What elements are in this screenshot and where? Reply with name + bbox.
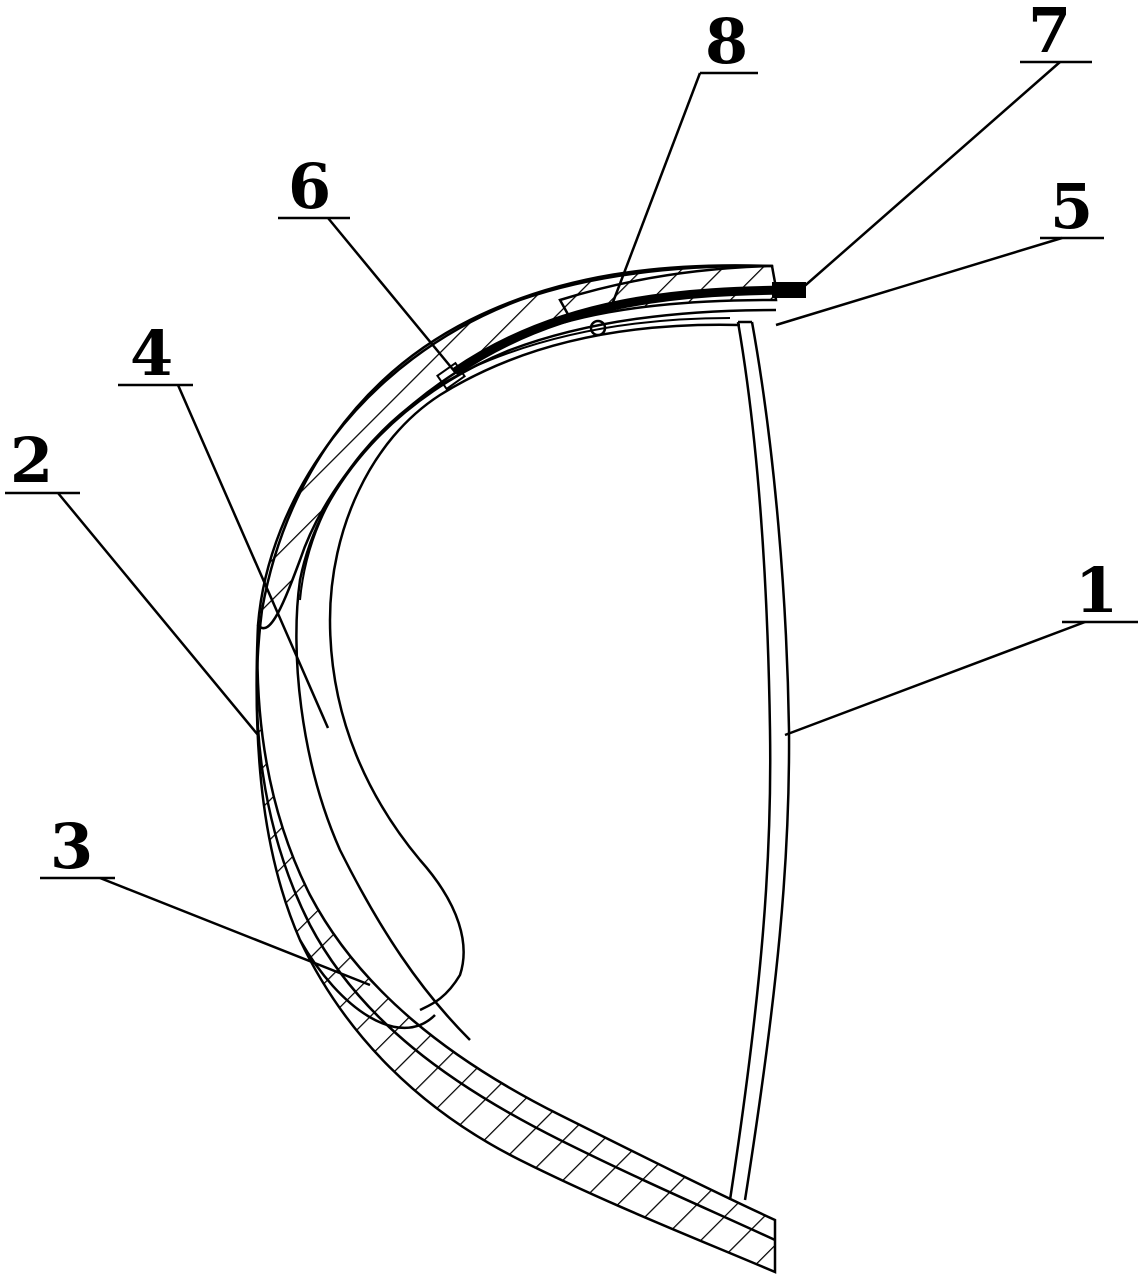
leader-line-1 [784, 620, 1086, 737]
leader-line-5 [775, 236, 1063, 327]
support-wire [452, 285, 806, 376]
label-2: 2 [10, 424, 53, 497]
label-1: 1 [1075, 554, 1118, 627]
wire-end-cap [772, 282, 806, 298]
inner-cup-cavity [328, 323, 741, 1012]
label-6: 6 [288, 150, 331, 223]
leader-line-2 [57, 492, 259, 736]
label-8: 8 [705, 5, 748, 78]
outer-shell-lower-hatched [255, 624, 777, 1274]
label-7: 7 [1028, 0, 1071, 67]
inner-cup-secondary-contour [299, 317, 731, 601]
leader-line-6 [327, 217, 456, 373]
leader-line-4 [176, 384, 330, 729]
label-3: 3 [50, 810, 93, 883]
leader-line-8 [608, 72, 702, 311]
lining-strip-inner [743, 321, 791, 1201]
label-5: 5 [1050, 170, 1093, 243]
inner-shell-line [295, 308, 777, 1041]
leader-line-3 [99, 876, 371, 987]
leader-line-7 [799, 61, 1061, 291]
outer-silhouette [255, 264, 776, 1242]
clip-element [589, 319, 607, 337]
slot-element [436, 361, 466, 391]
label-4: 4 [130, 317, 173, 390]
lining-strip-outer [728, 321, 772, 1201]
outer-shell-upper [256, 264, 778, 630]
